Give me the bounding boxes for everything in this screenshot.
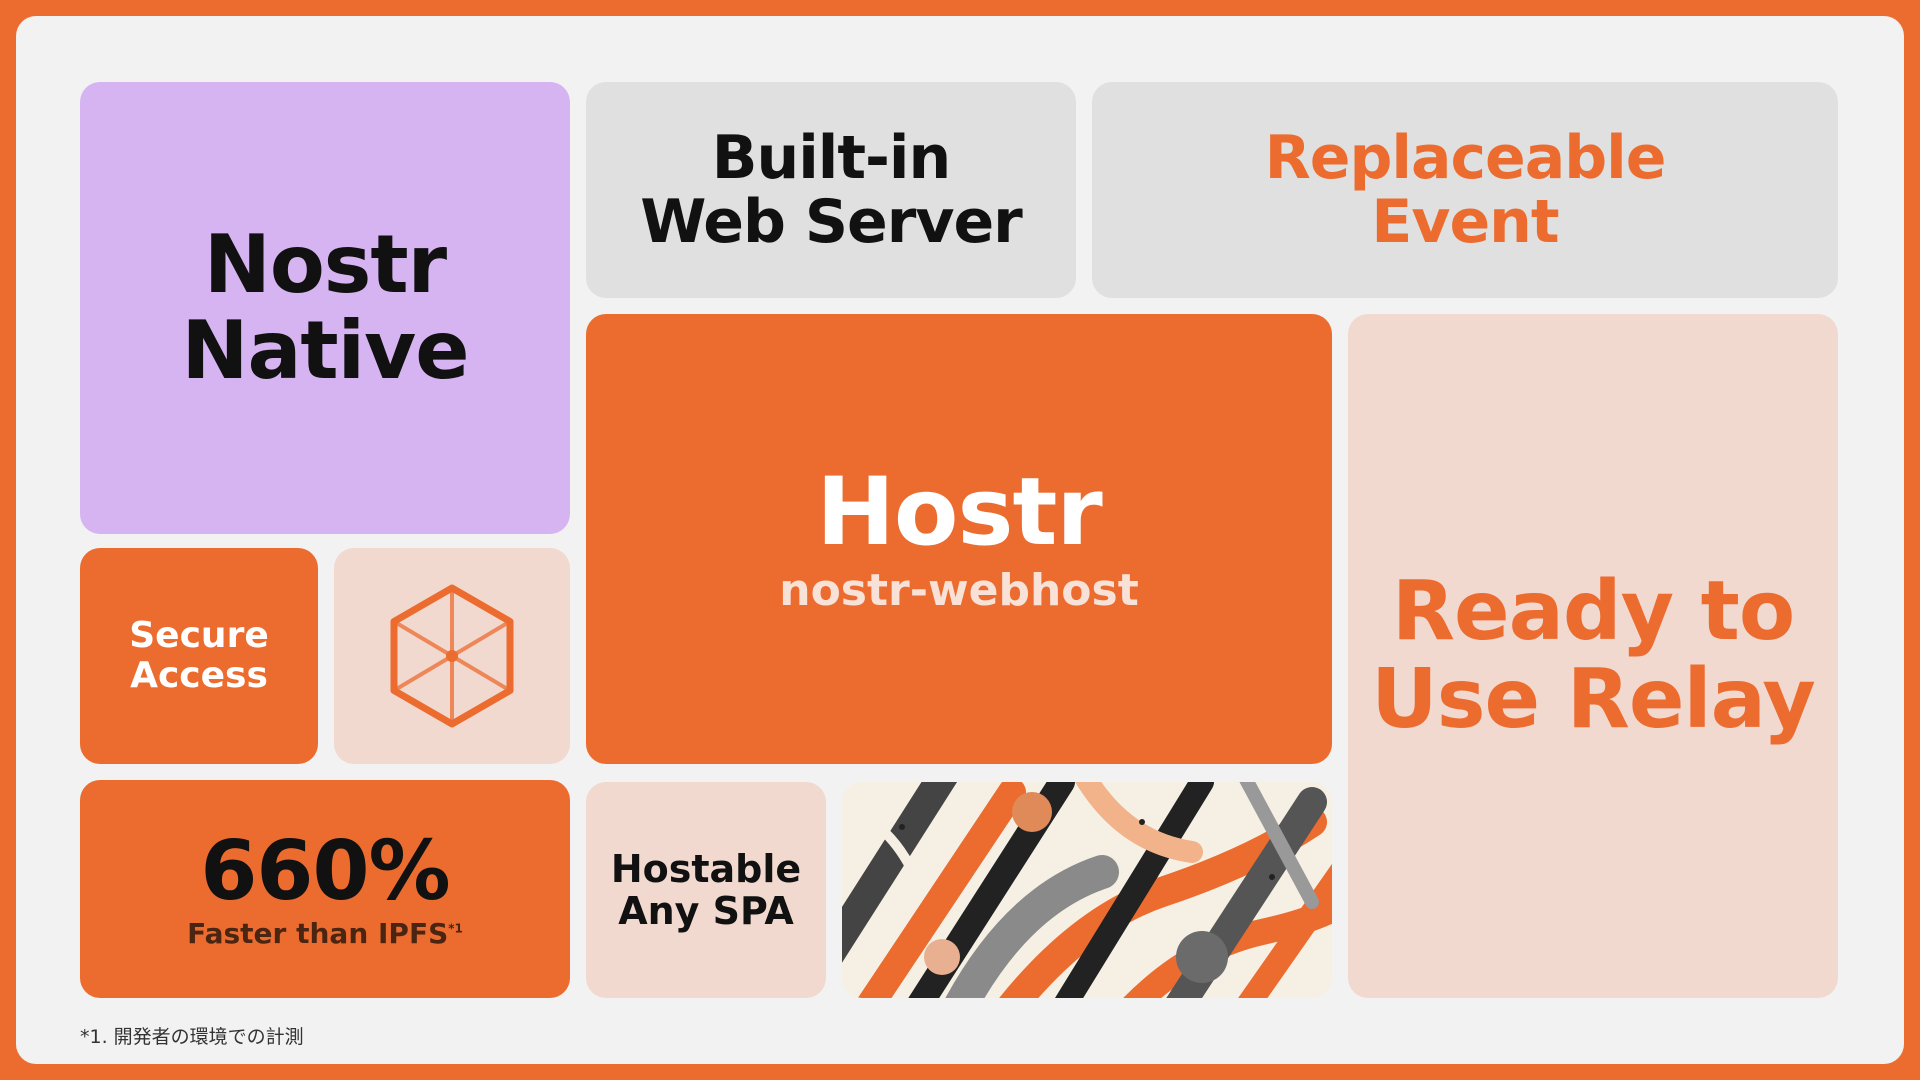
replaceable-line-1: Replaceable: [1264, 123, 1667, 193]
hostr-title: Hostr: [816, 457, 1102, 567]
secure-access-title: Secure Access: [129, 616, 268, 696]
nostr-native-title: Nostr Native: [181, 218, 469, 397]
hexagon-icon-tile: [334, 548, 570, 764]
web-server-tile: Built-in Web Server: [586, 82, 1076, 298]
relay-title: Ready to Use Relay: [1371, 564, 1816, 747]
replaceable-event-tile: Replaceable Event: [1092, 82, 1838, 298]
hostr-subtitle: nostr-webhost: [779, 564, 1139, 616]
replaceable-event-title: Replaceable Event: [1264, 123, 1667, 257]
footnote-marker: *1: [448, 921, 463, 936]
speed-stat-tile: 660% Faster than IPFS*1: [80, 780, 570, 998]
replaceable-line-2: Event: [1371, 187, 1559, 257]
spa-title: Hostable Any SPA: [611, 848, 801, 932]
spa-line-1: Hostable: [610, 847, 802, 891]
nostr-native-tile: Nostr Native: [80, 82, 570, 534]
footnote: *1. 開発者の環境での計測: [80, 1026, 304, 1048]
secure-line-1: Secure: [129, 615, 269, 656]
secure-access-tile: Secure Access: [80, 548, 318, 764]
relay-tile: Ready to Use Relay: [1348, 314, 1838, 998]
web-server-line-2: Web Server: [640, 187, 1022, 257]
abstract-pattern-image: [842, 782, 1332, 998]
secure-line-2: Access: [130, 655, 268, 696]
spa-tile: Hostable Any SPA: [586, 782, 826, 998]
abstract-pattern-graphic: [842, 782, 1332, 998]
relay-line-2: Use Relay: [1371, 652, 1816, 747]
nostr-native-line-1: Nostr: [203, 218, 447, 311]
speed-caption-text: Faster than IPFS: [187, 916, 449, 950]
speed-stat-value: 660%: [200, 823, 450, 919]
slide-frame: Nostr Native Built-in Web Server Replace…: [16, 16, 1904, 1064]
speed-stat-caption: Faster than IPFS*1: [187, 917, 463, 950]
hexagon-cube-icon: [390, 584, 514, 728]
web-server-line-1: Built-in: [711, 123, 951, 193]
web-server-title: Built-in Web Server: [640, 123, 1022, 257]
hostr-hero-tile: Hostr nostr-webhost: [586, 314, 1332, 764]
spa-line-2: Any SPA: [618, 889, 794, 933]
relay-line-1: Ready to: [1391, 564, 1795, 659]
nostr-native-line-2: Native: [181, 304, 469, 397]
